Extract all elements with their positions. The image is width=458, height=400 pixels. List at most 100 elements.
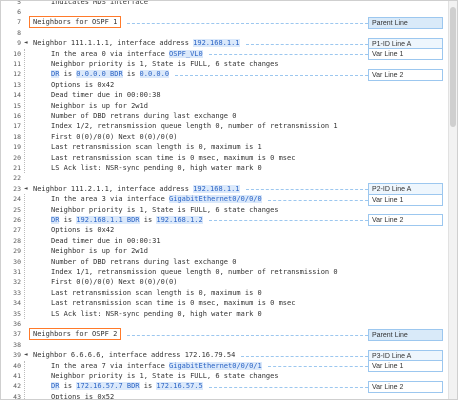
side-panel-var-box[interactable]: Var Line 2 xyxy=(368,380,443,393)
line-number: 41 xyxy=(13,371,21,380)
line-text: Neighbor 6.6.6.6, interface address 172.… xyxy=(33,350,235,360)
code-line[interactable]: 33 Last retransmission scan length is 0, … xyxy=(1,288,361,298)
line-text: Dead timer due in 00:00:38 xyxy=(51,91,161,100)
text-token: In the area 0 via interface xyxy=(51,49,170,58)
mapping-connector-line xyxy=(175,74,368,76)
text-token: In the area 3 via interface xyxy=(51,195,170,204)
highlighted-token: 192.168.1.1 xyxy=(76,215,123,224)
line-number: 12 xyxy=(13,70,21,79)
line-text: Last retransmission scan time is 0 msec,… xyxy=(51,153,296,162)
line-number: 10 xyxy=(13,49,21,58)
mapping-connector-line xyxy=(127,22,368,24)
line-text: Last retransmission scan length is 0, ma… xyxy=(51,288,262,297)
line-text: Dead timer due in 00:00:31 xyxy=(51,236,161,245)
line-text: Neighbor 111.1.1.1, interface address 19… xyxy=(33,38,240,48)
code-line[interactable]: 23◄Neighbor 111.2.1.1, interface address… xyxy=(1,184,361,194)
line-number: 29 xyxy=(13,247,21,256)
code-line[interactable]: 9◄Neighbor 111.1.1.1, interface address … xyxy=(1,38,361,48)
line-number: 7 xyxy=(17,18,21,27)
line-number: 13 xyxy=(13,80,21,89)
highlighted-token: BDR xyxy=(105,70,123,79)
code-line[interactable]: 21 LS Ack list: NSR-sync pending 0, high … xyxy=(1,163,361,173)
highlighted-token: DR xyxy=(51,215,60,224)
text-token: Neighbor 111.2.1.1, interface address xyxy=(33,184,194,193)
line-number: 35 xyxy=(13,309,21,318)
line-text: Index 1/2, retransmission queue length 0… xyxy=(51,122,338,131)
line-text: DR is 172.16.57.7 BDR is 172.16.57.5 xyxy=(33,381,203,391)
fold-toggle-icon[interactable]: ◄ xyxy=(24,351,28,359)
code-line[interactable]: 27 Options is 0x42 xyxy=(1,225,361,235)
mapping-connector-line xyxy=(209,54,368,55)
scrollbar-thumb[interactable] xyxy=(450,7,456,127)
side-panel-var-box[interactable]: Var Line 2 xyxy=(368,214,443,227)
line-text: Options is 0x42 xyxy=(51,226,115,235)
text-token: is xyxy=(139,215,157,224)
code-line[interactable]: 8 xyxy=(1,28,361,38)
vertical-scrollbar[interactable] xyxy=(448,1,457,399)
fold-guide xyxy=(24,194,25,319)
highlighted-token: OSPF_VL0 xyxy=(169,49,203,58)
line-number: 31 xyxy=(13,267,21,276)
code-line[interactable]: 10 In the area 0 via interface OSPF_VL0 xyxy=(1,49,361,59)
code-line[interactable]: 19 Last retransmission scan length is 0, … xyxy=(1,142,361,152)
line-number: 20 xyxy=(13,153,21,162)
line-number: 27 xyxy=(13,226,21,235)
line-number: 6 xyxy=(17,7,21,16)
code-line[interactable]: 20 Last retransmission scan time is 0 mse… xyxy=(1,153,361,163)
highlighted-token: BDR xyxy=(122,382,140,391)
line-number: 22 xyxy=(13,174,21,183)
side-panel-parent-box[interactable]: Parent Line xyxy=(368,16,443,29)
side-panel-parent-box[interactable]: Parent Line xyxy=(368,328,443,341)
line-text: Last retransmission scan length is 0, ma… xyxy=(51,143,262,152)
line-text: LS Ack list: NSR-sync pending 0, high wa… xyxy=(51,163,262,172)
highlighted-token: 172.16.57.7 xyxy=(76,382,123,391)
line-text: Last retransmission scan time is 0 msec,… xyxy=(51,299,296,308)
code-line[interactable]: 43 Options is 0x52 xyxy=(1,392,361,400)
line-number: 19 xyxy=(13,143,21,152)
line-number: 43 xyxy=(13,392,21,400)
side-panel-var-box[interactable]: Var Line 1 xyxy=(368,48,443,60)
code-line[interactable]: 36 xyxy=(1,319,361,329)
fold-toggle-icon[interactable]: ◄ xyxy=(24,39,28,47)
line-number: 39 xyxy=(13,351,21,360)
code-line[interactable]: 38 xyxy=(1,340,361,350)
fold-toggle-icon[interactable]: ◄ xyxy=(24,184,28,192)
line-text: Options is 0x52 xyxy=(51,392,115,400)
highlighted-token: 192.168.1.1 xyxy=(193,184,240,193)
line-number: 42 xyxy=(13,382,21,391)
code-line[interactable]: 42 DR is 172.16.57.7 BDR is 172.16.57.5 xyxy=(1,381,361,391)
line-number: 21 xyxy=(13,163,21,172)
text-token: is xyxy=(122,70,140,79)
side-panel-var-box[interactable]: Var Line 2 xyxy=(368,68,443,81)
fold-guide xyxy=(24,48,25,174)
line-number: 33 xyxy=(13,288,21,297)
code-line[interactable]: 6 xyxy=(1,7,361,17)
code-line[interactable]: 22 xyxy=(1,173,361,183)
code-line[interactable]: 39◄ Neighbor 6.6.6.6, interface address 1… xyxy=(1,350,361,360)
side-panel-var-box[interactable]: Var Line 1 xyxy=(368,193,443,206)
side-panel-var-box[interactable]: Var Line 1 xyxy=(368,360,443,372)
